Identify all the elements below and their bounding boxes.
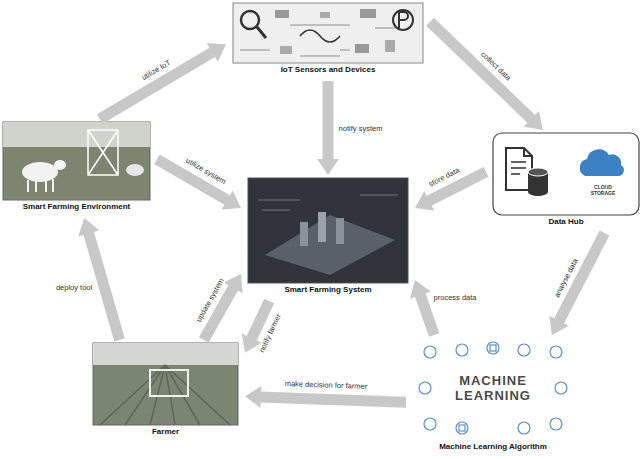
cloud-icon [580, 149, 624, 176]
edge-label: deploy tool [55, 283, 93, 292]
block-arrow [549, 233, 604, 335]
device-bar [300, 222, 308, 246]
arrow-head [317, 159, 339, 175]
arrow-shaft [260, 397, 406, 402]
device-bar [336, 218, 344, 244]
sky [3, 122, 150, 147]
cow-legs [28, 179, 53, 192]
image-node: Smart Farming System [244, 178, 412, 298]
arrow-head [78, 218, 99, 236]
picture-frame [233, 3, 423, 63]
arrow-head [415, 191, 434, 211]
edge-label: analyse data [551, 256, 579, 300]
iot-picture [233, 3, 423, 63]
edge-label: utilize IoT [139, 57, 173, 82]
block-arrow [78, 218, 119, 340]
wire-lines [240, 25, 395, 56]
edge-label: store data [426, 165, 462, 189]
block-arrow [410, 280, 434, 335]
arrow-head [410, 280, 431, 299]
block-arrow [430, 22, 543, 130]
ml-icon-detail [459, 425, 465, 431]
ml-icon [518, 344, 530, 356]
platform-shape [265, 215, 395, 275]
arrow-head [224, 274, 243, 293]
ml-icon [456, 344, 468, 356]
arrow-head [222, 190, 241, 209]
edge-label: utilize system [183, 156, 228, 187]
database-top [528, 168, 548, 176]
component-mark [280, 46, 292, 54]
signal-wave [300, 30, 340, 42]
component-mark [355, 44, 369, 53]
data-hub-picture [493, 133, 639, 215]
magnifier-handle [257, 27, 266, 38]
block-arrow [100, 43, 226, 119]
ml-picture [419, 342, 567, 434]
cloud-storage-text: CLOUD STORAGE [584, 184, 622, 196]
edge-label: update system [194, 276, 227, 325]
node-caption: Machine Learning Algorithm [409, 442, 577, 452]
image-node: Data Hub [489, 133, 641, 230]
node-caption: Data Hub [489, 217, 641, 227]
node-caption: Smart Farming System [244, 285, 412, 295]
grid-lines [258, 195, 398, 210]
block-arrow [317, 81, 339, 175]
arrow-shaft [100, 52, 213, 119]
device-bar [318, 212, 326, 242]
image-node: IoT Sensors and Devices [229, 3, 427, 78]
ml-icon [419, 382, 431, 394]
component-mark [385, 40, 395, 52]
ml-icon [518, 422, 530, 434]
ml-title-text: MACHINE LEARNING [448, 373, 538, 403]
ml-icon [424, 418, 436, 430]
picture-frame [93, 343, 238, 425]
image-node: Smart Farming Environment [0, 122, 154, 215]
edge-label: notify system [338, 124, 384, 133]
node-caption: Smart Farming Environment [0, 202, 154, 212]
edge-label: notify farmer [256, 311, 283, 354]
ml-icon-detail [490, 345, 496, 351]
edge-label: make decision for farmer [284, 379, 369, 391]
ml-icon [456, 422, 468, 434]
environment-picture [3, 122, 150, 200]
node-caption: Farmer [89, 427, 242, 437]
ml-icon [424, 346, 436, 358]
hub-frame [493, 133, 639, 215]
arrow-head [245, 386, 261, 408]
farmer-picture [93, 343, 238, 425]
animal-shape [126, 164, 144, 176]
sky [93, 343, 238, 365]
tablet-shape [150, 370, 188, 396]
arrow-head [207, 43, 226, 62]
cow-head [54, 160, 66, 170]
component-mark [360, 9, 376, 18]
component-mark [320, 12, 330, 18]
arrow-head [524, 111, 543, 130]
edge-label: collect data [479, 49, 514, 83]
picture-frame [3, 122, 150, 200]
picture-frame [248, 178, 408, 283]
arrow-shaft [323, 81, 334, 160]
node-caption: IoT Sensors and Devices [229, 65, 427, 75]
magnifier-icon [241, 11, 259, 29]
ml-icon [550, 418, 562, 430]
crop-rows [100, 365, 230, 425]
frame-structure [88, 130, 118, 175]
sensor-glyph [399, 12, 408, 28]
ml-icon [550, 346, 562, 358]
ml-icon [487, 342, 499, 354]
arrow-shaft [430, 22, 532, 120]
edge-label: process data [433, 292, 478, 301]
component-mark [275, 10, 289, 18]
document-lines [511, 162, 526, 174]
ml-icon [555, 382, 567, 394]
sensor-icon [393, 10, 413, 30]
arrow-head [549, 316, 569, 335]
image-node: Farmer [89, 343, 242, 440]
system-picture [248, 178, 408, 283]
